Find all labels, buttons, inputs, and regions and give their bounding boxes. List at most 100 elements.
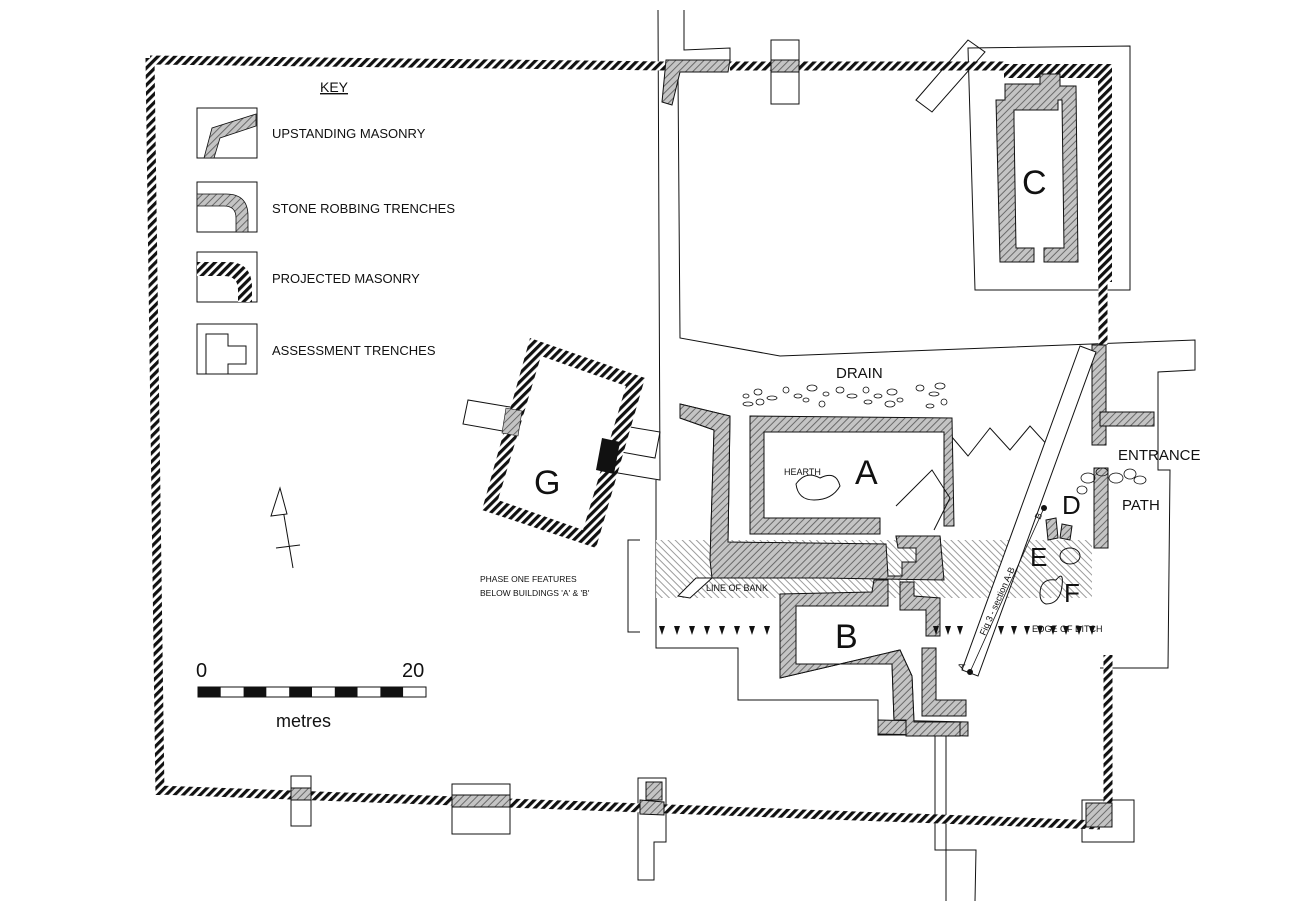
trench-bottom-2 <box>451 783 511 835</box>
feature-f <box>1039 575 1063 605</box>
ditch-tick <box>1011 626 1017 635</box>
scale-segment <box>198 687 221 697</box>
drain-stone <box>896 397 904 403</box>
key-label-robbing: STONE ROBBING TRENCHES <box>272 201 455 216</box>
key-box-assessment <box>196 323 258 375</box>
feature-e <box>1059 547 1081 565</box>
building-c <box>995 64 1112 282</box>
scale-segment <box>243 687 267 697</box>
building-g-inner <box>498 356 626 530</box>
boundary-west <box>145 57 165 796</box>
drain-stone <box>915 384 925 392</box>
ditch-tick <box>957 626 963 635</box>
ditch-tick <box>998 626 1004 635</box>
trench-bottom-1 <box>290 775 312 827</box>
ditch-tick <box>945 626 951 635</box>
drain-stone <box>782 386 790 394</box>
phase-one-bracket <box>627 539 640 633</box>
ditch-tick <box>749 626 755 635</box>
trench-bottom-3 <box>637 777 667 881</box>
drain-stone <box>742 393 750 399</box>
section-trench-strip <box>961 345 1097 677</box>
building-b-annex <box>921 647 967 717</box>
ditch-tick <box>1089 626 1095 635</box>
scale-segment <box>334 687 358 697</box>
phase-one-label-2: BELOW BUILDINGS 'A' & 'B' <box>480 588 590 598</box>
upstanding-masonry <box>290 59 1155 828</box>
scale-segment <box>380 687 404 697</box>
ditch-tick <box>674 626 680 635</box>
line-of-bank-label: LINE OF BANK <box>706 583 768 593</box>
drain-stone <box>884 400 896 408</box>
drain-stone <box>873 393 883 399</box>
building-g-masonry <box>596 438 620 474</box>
trench-a-east <box>895 469 951 531</box>
building-g-label: G <box>534 464 560 502</box>
drain-stone <box>818 400 826 408</box>
drain-stone <box>835 386 845 394</box>
key-swatch-assessment <box>205 333 247 374</box>
building-g <box>482 338 645 548</box>
drain-stone <box>753 388 763 396</box>
feature-e-label: E <box>1030 542 1047 572</box>
building-c-outer <box>1004 64 1112 282</box>
point-a-label: A <box>956 661 968 671</box>
drain-stone <box>846 393 858 399</box>
scale-unit: metres <box>276 711 331 731</box>
ditch-tick <box>689 626 695 635</box>
key: KEY UPSTANDING MASONRY STONE ROBBING TRE… <box>196 79 455 375</box>
key-swatch-robbing <box>196 193 249 233</box>
point-b-marker <box>1041 505 1047 511</box>
hearth-outline <box>795 474 841 501</box>
trench-south <box>655 480 977 901</box>
drain-stone <box>755 398 765 406</box>
edge-of-ditch <box>659 626 1095 635</box>
boundary-south <box>157 785 1101 830</box>
ditch-tick <box>704 626 710 635</box>
scale-start: 0 <box>196 660 207 682</box>
key-swatch-upstanding <box>203 113 257 159</box>
drain-stone <box>822 391 830 397</box>
building-c-walls <box>995 73 1079 263</box>
drain-stone <box>793 393 803 399</box>
key-label-upstanding: UPSTANDING MASONRY <box>272 126 426 141</box>
drain-stone <box>863 399 873 405</box>
building-a-label: A <box>855 454 878 492</box>
scale-segment <box>403 687 426 697</box>
ditch-tick <box>1050 626 1056 635</box>
entrance-label: ENTRANCE <box>1118 447 1201 464</box>
feature-d2 <box>1059 523 1073 541</box>
building-b-label: B <box>835 618 858 656</box>
bank-walls-redraw <box>679 403 961 737</box>
trench-north-strip <box>683 10 731 62</box>
scale-segment <box>312 687 335 697</box>
path-label: PATH <box>1122 497 1160 514</box>
assessment-trenches <box>290 9 1196 901</box>
ditch-tick <box>659 626 665 635</box>
ditch-tick <box>933 626 939 635</box>
scale-segment <box>289 687 312 697</box>
drain-stone <box>742 401 754 407</box>
key-label-projected: PROJECTED MASONRY <box>272 271 420 286</box>
building-c-label: C <box>1022 164 1047 202</box>
drain-stone <box>766 395 778 401</box>
scale-end: 20 <box>402 660 424 682</box>
drain-label: DRAIN <box>836 365 883 382</box>
key-title: KEY <box>320 79 349 95</box>
scale-segment <box>220 687 244 697</box>
drain-stone <box>925 403 935 409</box>
drain-stone <box>886 388 898 396</box>
ditch-tick <box>1024 626 1030 635</box>
section-line <box>969 507 1045 673</box>
point-b-label: B <box>1033 511 1045 521</box>
north-arrow-icon <box>270 486 301 569</box>
drain-stone <box>934 382 946 390</box>
boundary-north-west <box>149 55 666 71</box>
building-g-robbing <box>501 407 523 437</box>
bank-sw-ramp <box>676 577 714 599</box>
phase-one-label-1: PHASE ONE FEATURES <box>480 574 577 584</box>
drain-stone <box>862 386 870 394</box>
features-def <box>1045 517 1073 541</box>
drain-stone <box>802 397 810 403</box>
